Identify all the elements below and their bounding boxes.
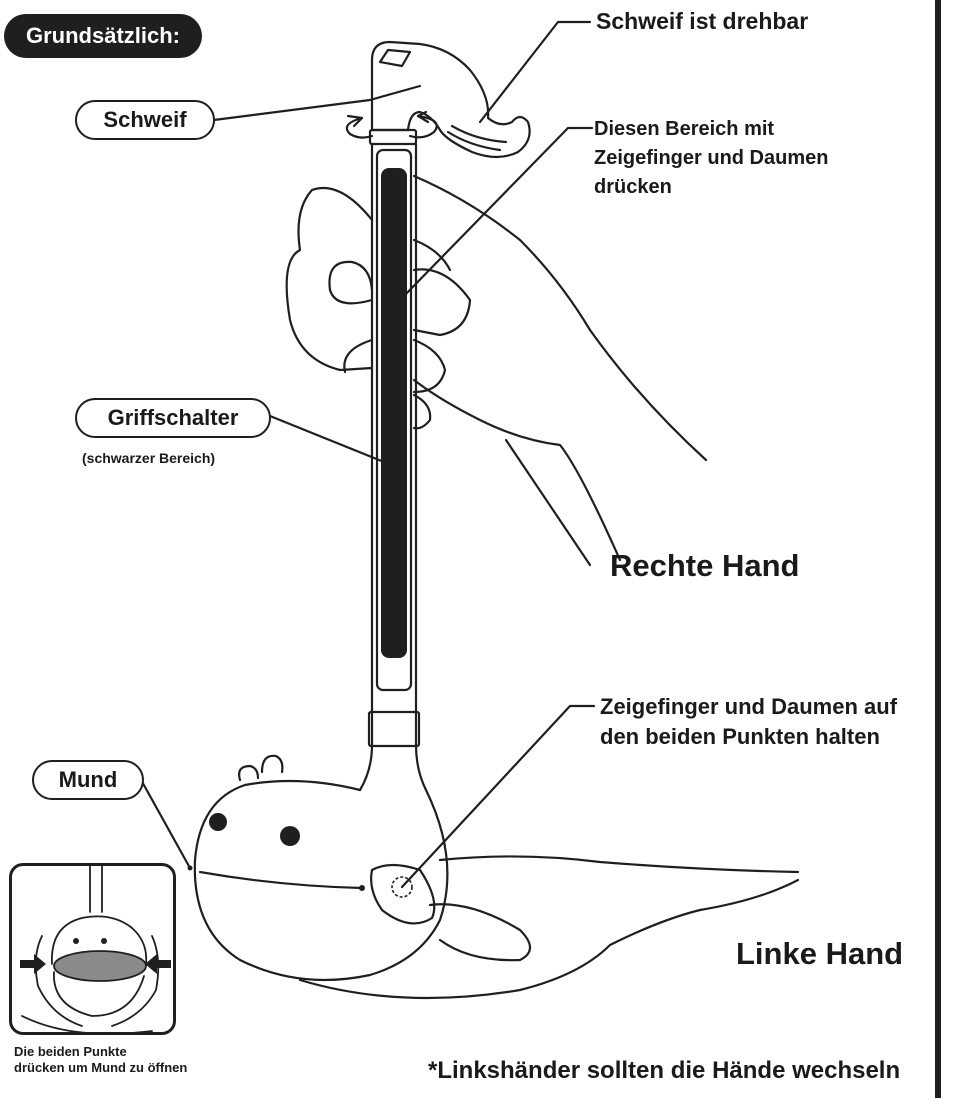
inset-caption-line2: drücken um Mund zu öffnen: [14, 1060, 187, 1076]
leader-rechte-hand: [506, 440, 590, 565]
leader-punkte: [402, 706, 594, 887]
eye-right: [280, 826, 300, 846]
label-schweif: Schweif: [75, 100, 215, 140]
leader-drehbar: [480, 22, 590, 122]
page-title: Grundsätzlich:: [4, 14, 202, 58]
label-punkte-line2: den beiden Punkten halten: [600, 724, 880, 750]
label-punkte-line1: Zeigefinger und Daumen auf: [600, 694, 897, 720]
right-hand: [414, 176, 706, 460]
tail-ridge: [380, 50, 410, 66]
mouth-line: [200, 872, 362, 888]
label-mund: Mund: [32, 760, 144, 800]
arrow-right-icon: [20, 954, 46, 974]
inset-illustration: [12, 866, 176, 1035]
label-bereich-line2: Zeigefinger und Daumen: [594, 145, 828, 171]
head-bumps: [239, 756, 282, 780]
label-schweif-drehbar: Schweif ist drehbar: [596, 8, 808, 34]
label-griffschalter: Griffschalter: [75, 398, 271, 438]
label-bereich-line1: Diesen Bereich mit: [594, 116, 774, 142]
label-linke-hand: Linke Hand: [736, 936, 903, 972]
leader-mund: [140, 778, 190, 868]
leader-bereich: [402, 128, 592, 298]
inset-mouth: [54, 951, 146, 981]
right-border-bar: [935, 0, 941, 1098]
footnote: *Linkshänder sollten die Hände wechseln: [428, 1058, 900, 1084]
eye-left: [209, 813, 227, 831]
leader-schweif: [214, 86, 420, 120]
tail-shape: [372, 42, 530, 157]
inset-caption-line1: Die beiden Punkte: [14, 1044, 127, 1060]
label-rechte-hand: Rechte Hand: [610, 548, 799, 584]
grip-switch-black: [381, 168, 407, 658]
leader-griffschalter: [270, 416, 384, 462]
inset-mouth-open: [9, 863, 176, 1035]
label-bereich-line3: drücken: [594, 174, 672, 200]
label-griffschalter-sub: (schwarzer Bereich): [82, 450, 215, 466]
